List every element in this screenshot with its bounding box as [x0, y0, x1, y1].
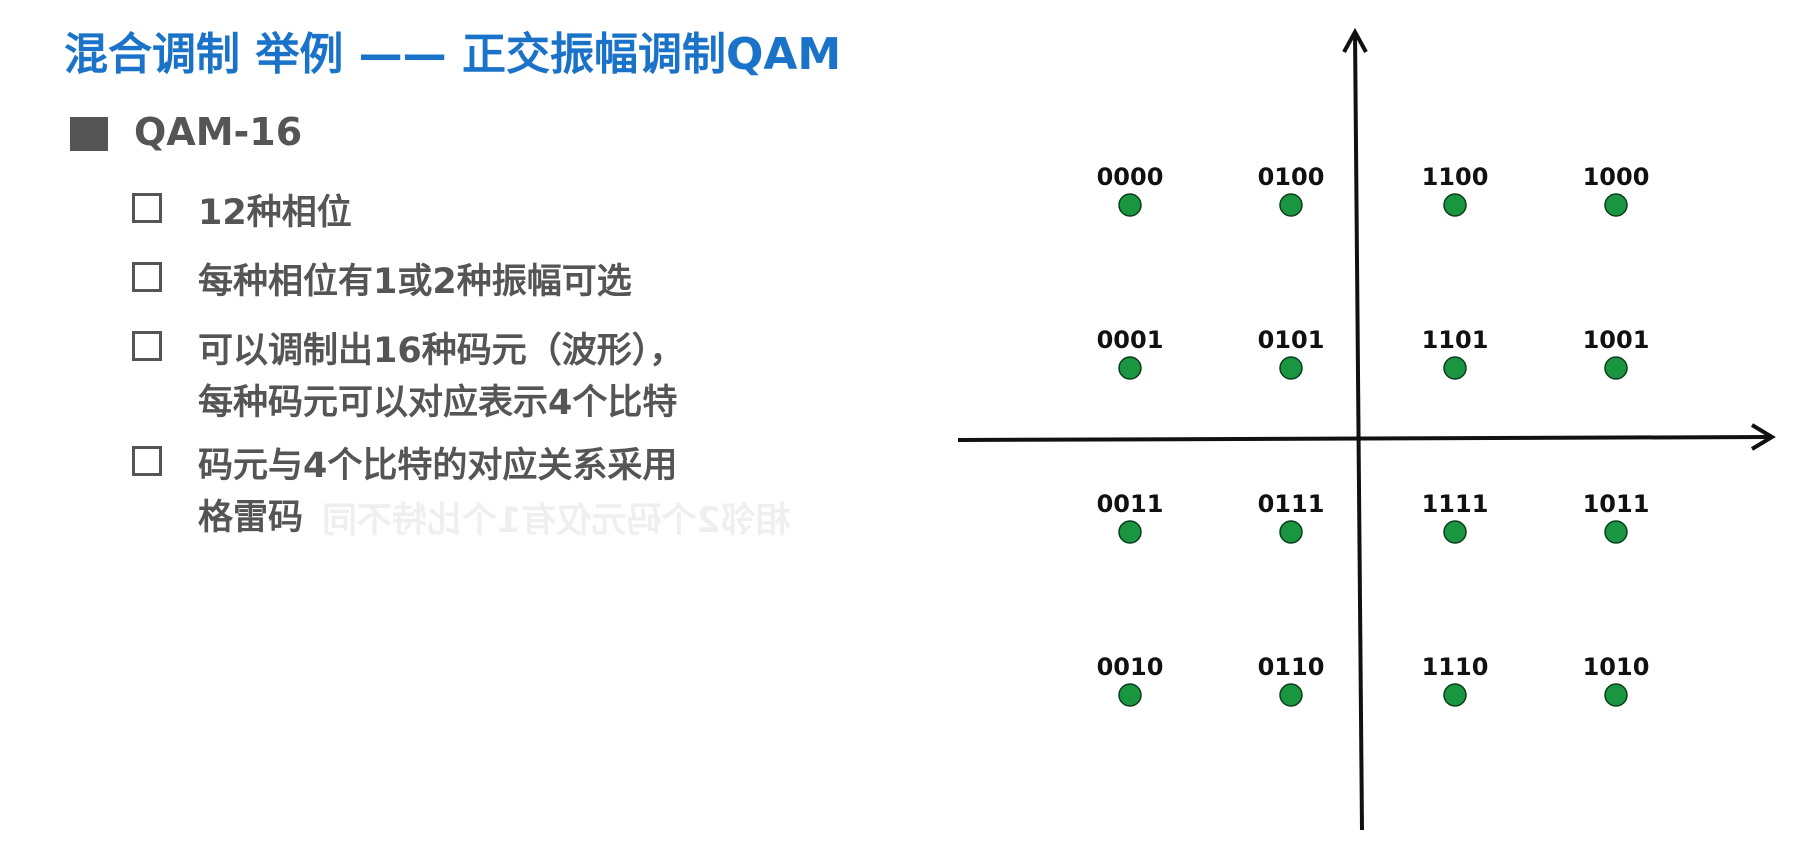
checkbox-icon [132, 331, 162, 361]
point-code-label: 1011 [1583, 490, 1650, 518]
sub-item-line: 格雷码 [198, 498, 304, 538]
point-dot [1443, 193, 1467, 217]
point-code-label: 0011 [1097, 490, 1164, 518]
constellation-point: 1010 [1583, 653, 1650, 707]
point-dot [1443, 683, 1467, 707]
sub-item-text: 可以调制出16种码元（波形）， 每种码元可以对应表示4个比特 [198, 325, 684, 429]
point-dot [1604, 356, 1628, 380]
main-bullet-square [70, 117, 108, 151]
horizontal-axis [957, 435, 1771, 442]
point-code-label: 1111 [1422, 490, 1489, 518]
main-item-label: QAM-16 [134, 110, 303, 154]
sub-item-line: 12种相位 [198, 193, 352, 233]
sub-item-line: 每种相位有1或2种振幅可选 [198, 262, 632, 302]
point-code-label: 1100 [1422, 163, 1489, 191]
constellation-point: 0011 [1097, 490, 1164, 544]
point-code-label: 0101 [1258, 326, 1325, 354]
point-dot [1443, 356, 1467, 380]
sub-item-text: 码元与4个比特的对应关系采用 格雷码 [198, 440, 677, 544]
point-dot [1279, 683, 1303, 707]
sub-item-line: 码元与4个比特的对应关系采用 [198, 446, 678, 486]
checkbox-icon [132, 193, 162, 223]
constellation-point: 1110 [1422, 653, 1489, 707]
sub-item-line: 每种码元可以对应表示4个比特 [198, 383, 678, 423]
point-dot [1604, 193, 1628, 217]
checkbox-icon [132, 446, 162, 476]
vertical-axis [1353, 31, 1364, 831]
point-code-label: 1001 [1583, 326, 1650, 354]
point-dot [1118, 683, 1142, 707]
constellation-point: 0101 [1258, 326, 1325, 380]
point-dot [1443, 520, 1467, 544]
constellation-point: 0100 [1258, 163, 1325, 217]
point-code-label: 0110 [1258, 653, 1325, 681]
constellation-point: 0111 [1258, 490, 1325, 544]
point-code-label: 0010 [1097, 653, 1164, 681]
point-dot [1604, 683, 1628, 707]
constellation-point: 0110 [1258, 653, 1325, 707]
point-code-label: 0000 [1097, 163, 1164, 191]
point-code-label: 1101 [1422, 326, 1489, 354]
point-code-label: 0100 [1258, 163, 1325, 191]
constellation-point: 0001 [1097, 326, 1164, 380]
constellation-point: 1001 [1583, 326, 1650, 380]
constellation-points: 0000 0100 1100 1000 0001 0101 1101 1001 0011 0111… [1097, 163, 1650, 707]
point-dot [1118, 356, 1142, 380]
point-code-label: 1000 [1583, 163, 1650, 191]
sub-item-line: 可以调制出16种码元（波形）， [198, 331, 685, 371]
point-dot [1604, 520, 1628, 544]
horizontal-axis-arrowhead [1750, 423, 1776, 451]
point-code-label: 0111 [1258, 490, 1325, 518]
constellation-point: 1111 [1422, 490, 1489, 544]
point-code-label: 0001 [1097, 326, 1164, 354]
constellation-point: 0010 [1097, 653, 1164, 707]
slide-title: 混合调制 举例 —— 正交振幅调制QAM [64, 29, 842, 80]
vertical-axis-arrowhead [1342, 27, 1368, 53]
point-dot [1279, 356, 1303, 380]
constellation-point: 0000 [1097, 163, 1164, 217]
point-dot [1279, 520, 1303, 544]
constellation-point: 1011 [1583, 490, 1650, 544]
point-dot [1118, 520, 1142, 544]
constellation-point: 1000 [1583, 163, 1650, 217]
point-code-label: 1010 [1583, 653, 1650, 681]
sub-item-text: 12种相位 [198, 187, 352, 239]
point-dot [1279, 193, 1303, 217]
constellation-point: 1100 [1422, 163, 1489, 217]
constellation-point: 1101 [1422, 326, 1489, 380]
point-dot [1118, 193, 1142, 217]
point-code-label: 1110 [1422, 653, 1489, 681]
checkbox-icon [132, 262, 162, 292]
sub-item-text: 每种相位有1或2种振幅可选 [198, 256, 632, 308]
